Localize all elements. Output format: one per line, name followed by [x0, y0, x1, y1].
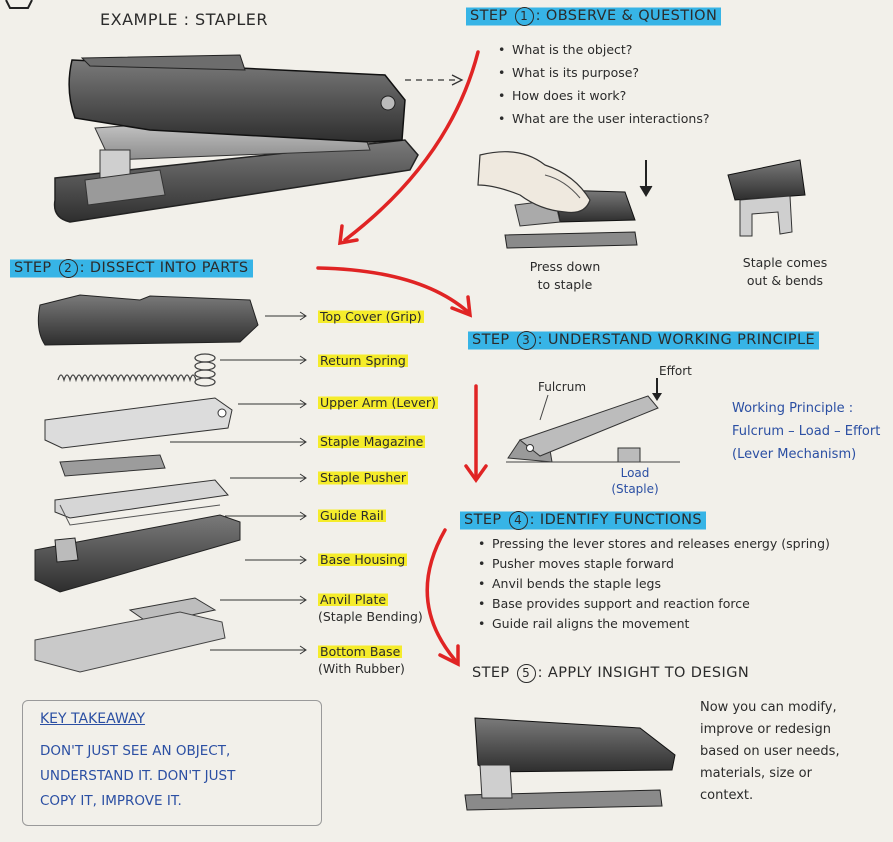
step2-number: 2: [58, 259, 78, 278]
question-item: What is its purpose?: [498, 61, 758, 84]
part-label: Return Spring: [318, 352, 408, 369]
part-staple-pusher: Staple Pusher: [318, 470, 409, 485]
lever-diagram: [506, 378, 680, 463]
part-bottom-base-sub: (With Rubber): [318, 661, 405, 676]
exploded-parts-drawing: [34, 294, 259, 673]
step4-heading: STEP 4: IDENTIFY FUNCTIONS: [460, 510, 707, 531]
step2-prefix: STEP: [14, 260, 52, 276]
part-guide-rail: Guide Rail: [318, 508, 386, 523]
caption-press-line: to staple: [537, 277, 593, 292]
effort-label: Effort: [659, 364, 692, 378]
function-item: Base provides support and reaction force: [478, 594, 888, 614]
step5-line: context.: [700, 788, 754, 803]
part-label: Bottom Base (With Rubber): [318, 643, 405, 677]
part-return-spring: Return Spring: [318, 353, 408, 368]
part-label: Base Housing: [318, 551, 408, 568]
step5-label: : APPLY INSIGHT TO DESIGN: [537, 665, 750, 681]
step3-label: : UNDERSTAND WORKING PRINCIPLE: [537, 332, 816, 348]
staple-closeup-drawing: [727, 159, 806, 237]
load-label-line: (Staple): [611, 482, 659, 496]
part-label: Upper Arm (Lever): [318, 394, 438, 411]
working-principle: Working Principle : Fulcrum – Load – Eff…: [732, 397, 880, 466]
function-item: Anvil bends the staple legs: [478, 574, 888, 594]
principle-line: Fulcrum – Load – Effort: [732, 424, 881, 439]
main-stapler-drawing: [53, 54, 419, 223]
step1-number: 1: [514, 7, 534, 26]
part-label: Staple Magazine: [318, 433, 426, 450]
part-arrows: [170, 311, 307, 655]
step5-number: 5: [516, 664, 536, 683]
part-staple-magazine: Staple Magazine: [318, 434, 426, 449]
step4-prefix: STEP: [464, 512, 502, 528]
step5-line: Now you can modify,: [700, 700, 837, 715]
step3-number: 3: [516, 331, 536, 350]
step5-line: based on user needs,: [700, 744, 840, 759]
corner-mark: [5, 0, 33, 9]
load-label: Load (Staple): [600, 465, 670, 497]
load-label-line: Load: [620, 466, 650, 480]
function-item: Guide rail aligns the movement: [478, 614, 888, 634]
step5-prefix: STEP: [472, 665, 510, 681]
flow-arrows: [316, 50, 488, 667]
step1-heading: STEP 1: OBSERVE & QUESTION: [466, 6, 722, 27]
takeaway-heading: KEY TAKEAWAY: [40, 711, 146, 727]
step3-heading: STEP 3: UNDERSTAND WORKING PRINCIPLE: [468, 330, 820, 351]
part-top-cover: Top Cover (Grip): [318, 309, 424, 324]
takeaway-line: UNDERSTAND IT. DON'T JUST: [40, 768, 236, 784]
question-item: What is the object?: [498, 38, 758, 61]
question-item: What are the user interactions?: [498, 107, 758, 130]
dashed-arrow-head: [451, 74, 464, 86]
hand-press-drawing: [477, 151, 653, 249]
step1-questions: What is the object? What is its purpose?…: [498, 38, 758, 130]
example-title: EXAMPLE : STAPLER: [100, 10, 268, 29]
step5-line: materials, size or: [700, 766, 812, 781]
principle-line: Working Principle :: [732, 401, 854, 416]
part-label: Guide Rail: [318, 507, 386, 524]
caption-staple-line: Staple comes: [742, 255, 828, 270]
fulcrum-label: Fulcrum: [538, 380, 587, 394]
part-label: Staple Pusher: [318, 469, 409, 486]
step4-functions: Pressing the lever stores and releases e…: [478, 534, 888, 634]
part-bottom-base: Bottom Base: [318, 644, 403, 659]
takeaway-line: DON'T JUST SEE AN OBJECT,: [40, 743, 231, 759]
caption-staple-line: out & bends: [746, 273, 824, 288]
step2-heading: STEP 2: DISSECT INTO PARTS: [10, 258, 253, 279]
step4-label: : IDENTIFY FUNCTIONS: [529, 512, 703, 528]
function-item: Pusher moves staple forward: [478, 554, 888, 574]
principle-line: (Lever Mechanism): [732, 447, 857, 462]
step5-text: Now you can modify, improve or redesign …: [700, 697, 840, 807]
part-anvil-plate-sub: (Staple Bending): [318, 609, 423, 624]
key-takeaway-box: KEY TAKEAWAY DON'T JUST SEE AN OBJECT, U…: [22, 700, 322, 826]
step2-label: : DISSECT INTO PARTS: [79, 260, 249, 276]
part-label: Top Cover (Grip): [318, 308, 424, 325]
step1-prefix: STEP: [470, 8, 508, 24]
part-base-housing: Base Housing: [318, 552, 408, 567]
takeaway-line: COPY IT, IMPROVE IT.: [40, 793, 182, 809]
function-item: Pressing the lever stores and releases e…: [478, 534, 888, 554]
step5-line: improve or redesign: [700, 722, 831, 737]
part-anvil-plate: Anvil Plate: [318, 592, 389, 607]
part-upper-arm: Upper Arm (Lever): [318, 395, 438, 410]
step4-number: 4: [508, 511, 528, 530]
final-stapler-drawing: [464, 717, 676, 811]
part-label: Anvil Plate (Staple Bending): [318, 591, 423, 625]
question-item: How does it work?: [498, 84, 758, 107]
step1-label: : OBSERVE & QUESTION: [535, 8, 718, 24]
caption-staple: Staple comes out & bends: [725, 254, 845, 290]
step5-heading: STEP 5: APPLY INSIGHT TO DESIGN: [472, 664, 749, 683]
takeaway-text: DON'T JUST SEE AN OBJECT, UNDERSTAND IT.…: [40, 739, 235, 814]
caption-press-line: Press down: [529, 259, 601, 274]
caption-press: Press down to staple: [505, 258, 625, 294]
step3-prefix: STEP: [472, 332, 510, 348]
